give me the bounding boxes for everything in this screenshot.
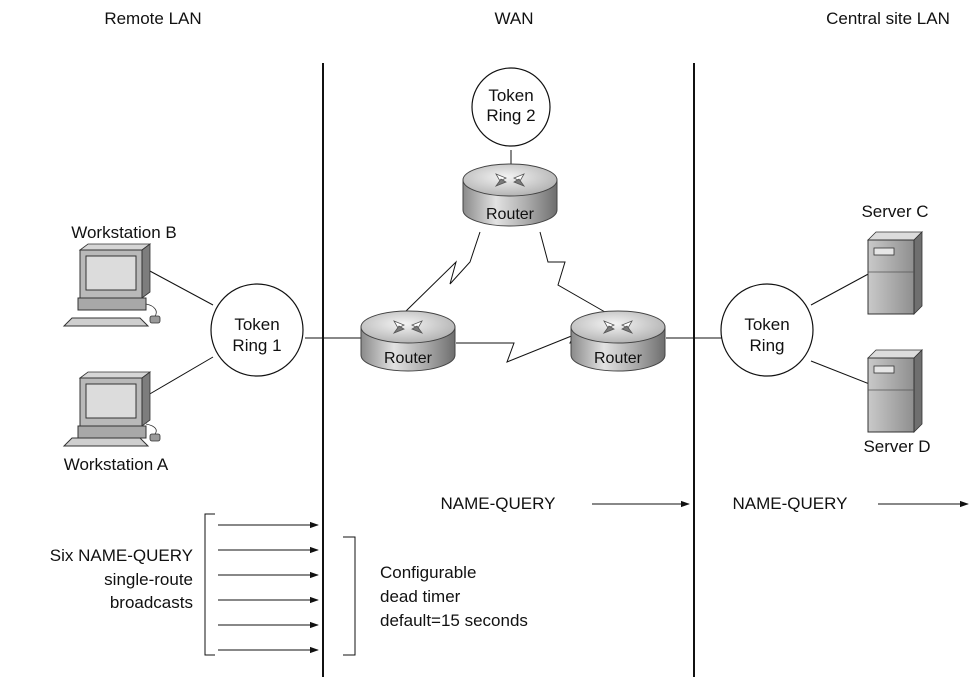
svg-text:Token: Token <box>488 86 533 105</box>
svg-text:single-route: single-route <box>104 570 193 589</box>
workstation-b <box>62 243 161 327</box>
svg-text:Six NAME-QUERY: Six NAME-QUERY <box>50 546 193 565</box>
svg-text:Router: Router <box>486 206 535 223</box>
computer-icon <box>62 243 161 327</box>
token-ring-1: Token Ring 1 <box>210 283 304 377</box>
svg-text:Ring 2: Ring 2 <box>486 106 535 125</box>
svg-text:default=15 seconds: default=15 seconds <box>380 611 528 630</box>
svg-text:broadcasts: broadcasts <box>110 593 193 612</box>
dead-timer-bracket <box>343 536 356 656</box>
computer-icon <box>62 371 161 447</box>
svg-text:Ring 1: Ring 1 <box>232 336 281 355</box>
wan-query-label: NAME-QUERY <box>441 494 556 513</box>
server-c <box>867 231 923 315</box>
server-icon <box>867 349 923 433</box>
section-central-site-lan: Central site LAN <box>826 9 950 28</box>
server-d <box>867 349 923 433</box>
broadcasts-bracket <box>204 513 215 656</box>
section-wan: WAN <box>494 9 533 28</box>
server-icon <box>867 231 923 315</box>
dead-timer-label: Configurable dead timer default=15 secon… <box>380 563 528 630</box>
broadcasts-label: Six NAME-QUERY single-route broadcasts <box>50 546 193 612</box>
router-left: Router <box>360 310 456 372</box>
workstation-b-label: Workstation B <box>71 223 177 242</box>
svg-text:Token: Token <box>744 315 789 334</box>
token-ring-central: Token Ring <box>720 283 814 377</box>
server-c-label: Server C <box>861 202 928 221</box>
router-right: Router <box>570 310 666 372</box>
workstation-a <box>62 371 161 447</box>
svg-text:Ring: Ring <box>750 336 785 355</box>
server-d-label: Server D <box>863 437 930 456</box>
central-query-label: NAME-QUERY <box>733 494 848 513</box>
svg-text:Configurable: Configurable <box>380 563 476 582</box>
svg-text:Token: Token <box>234 315 279 334</box>
token-ring-2: Token Ring 2 <box>471 67 551 147</box>
svg-text:Router: Router <box>384 350 433 367</box>
svg-text:Router: Router <box>594 350 643 367</box>
broadcast-arrows <box>218 521 319 654</box>
network-links <box>147 150 873 396</box>
router-top: Router <box>462 163 558 227</box>
section-remote-lan: Remote LAN <box>104 9 201 28</box>
svg-text:dead timer: dead timer <box>380 587 461 606</box>
workstation-a-label: Workstation A <box>64 455 169 474</box>
